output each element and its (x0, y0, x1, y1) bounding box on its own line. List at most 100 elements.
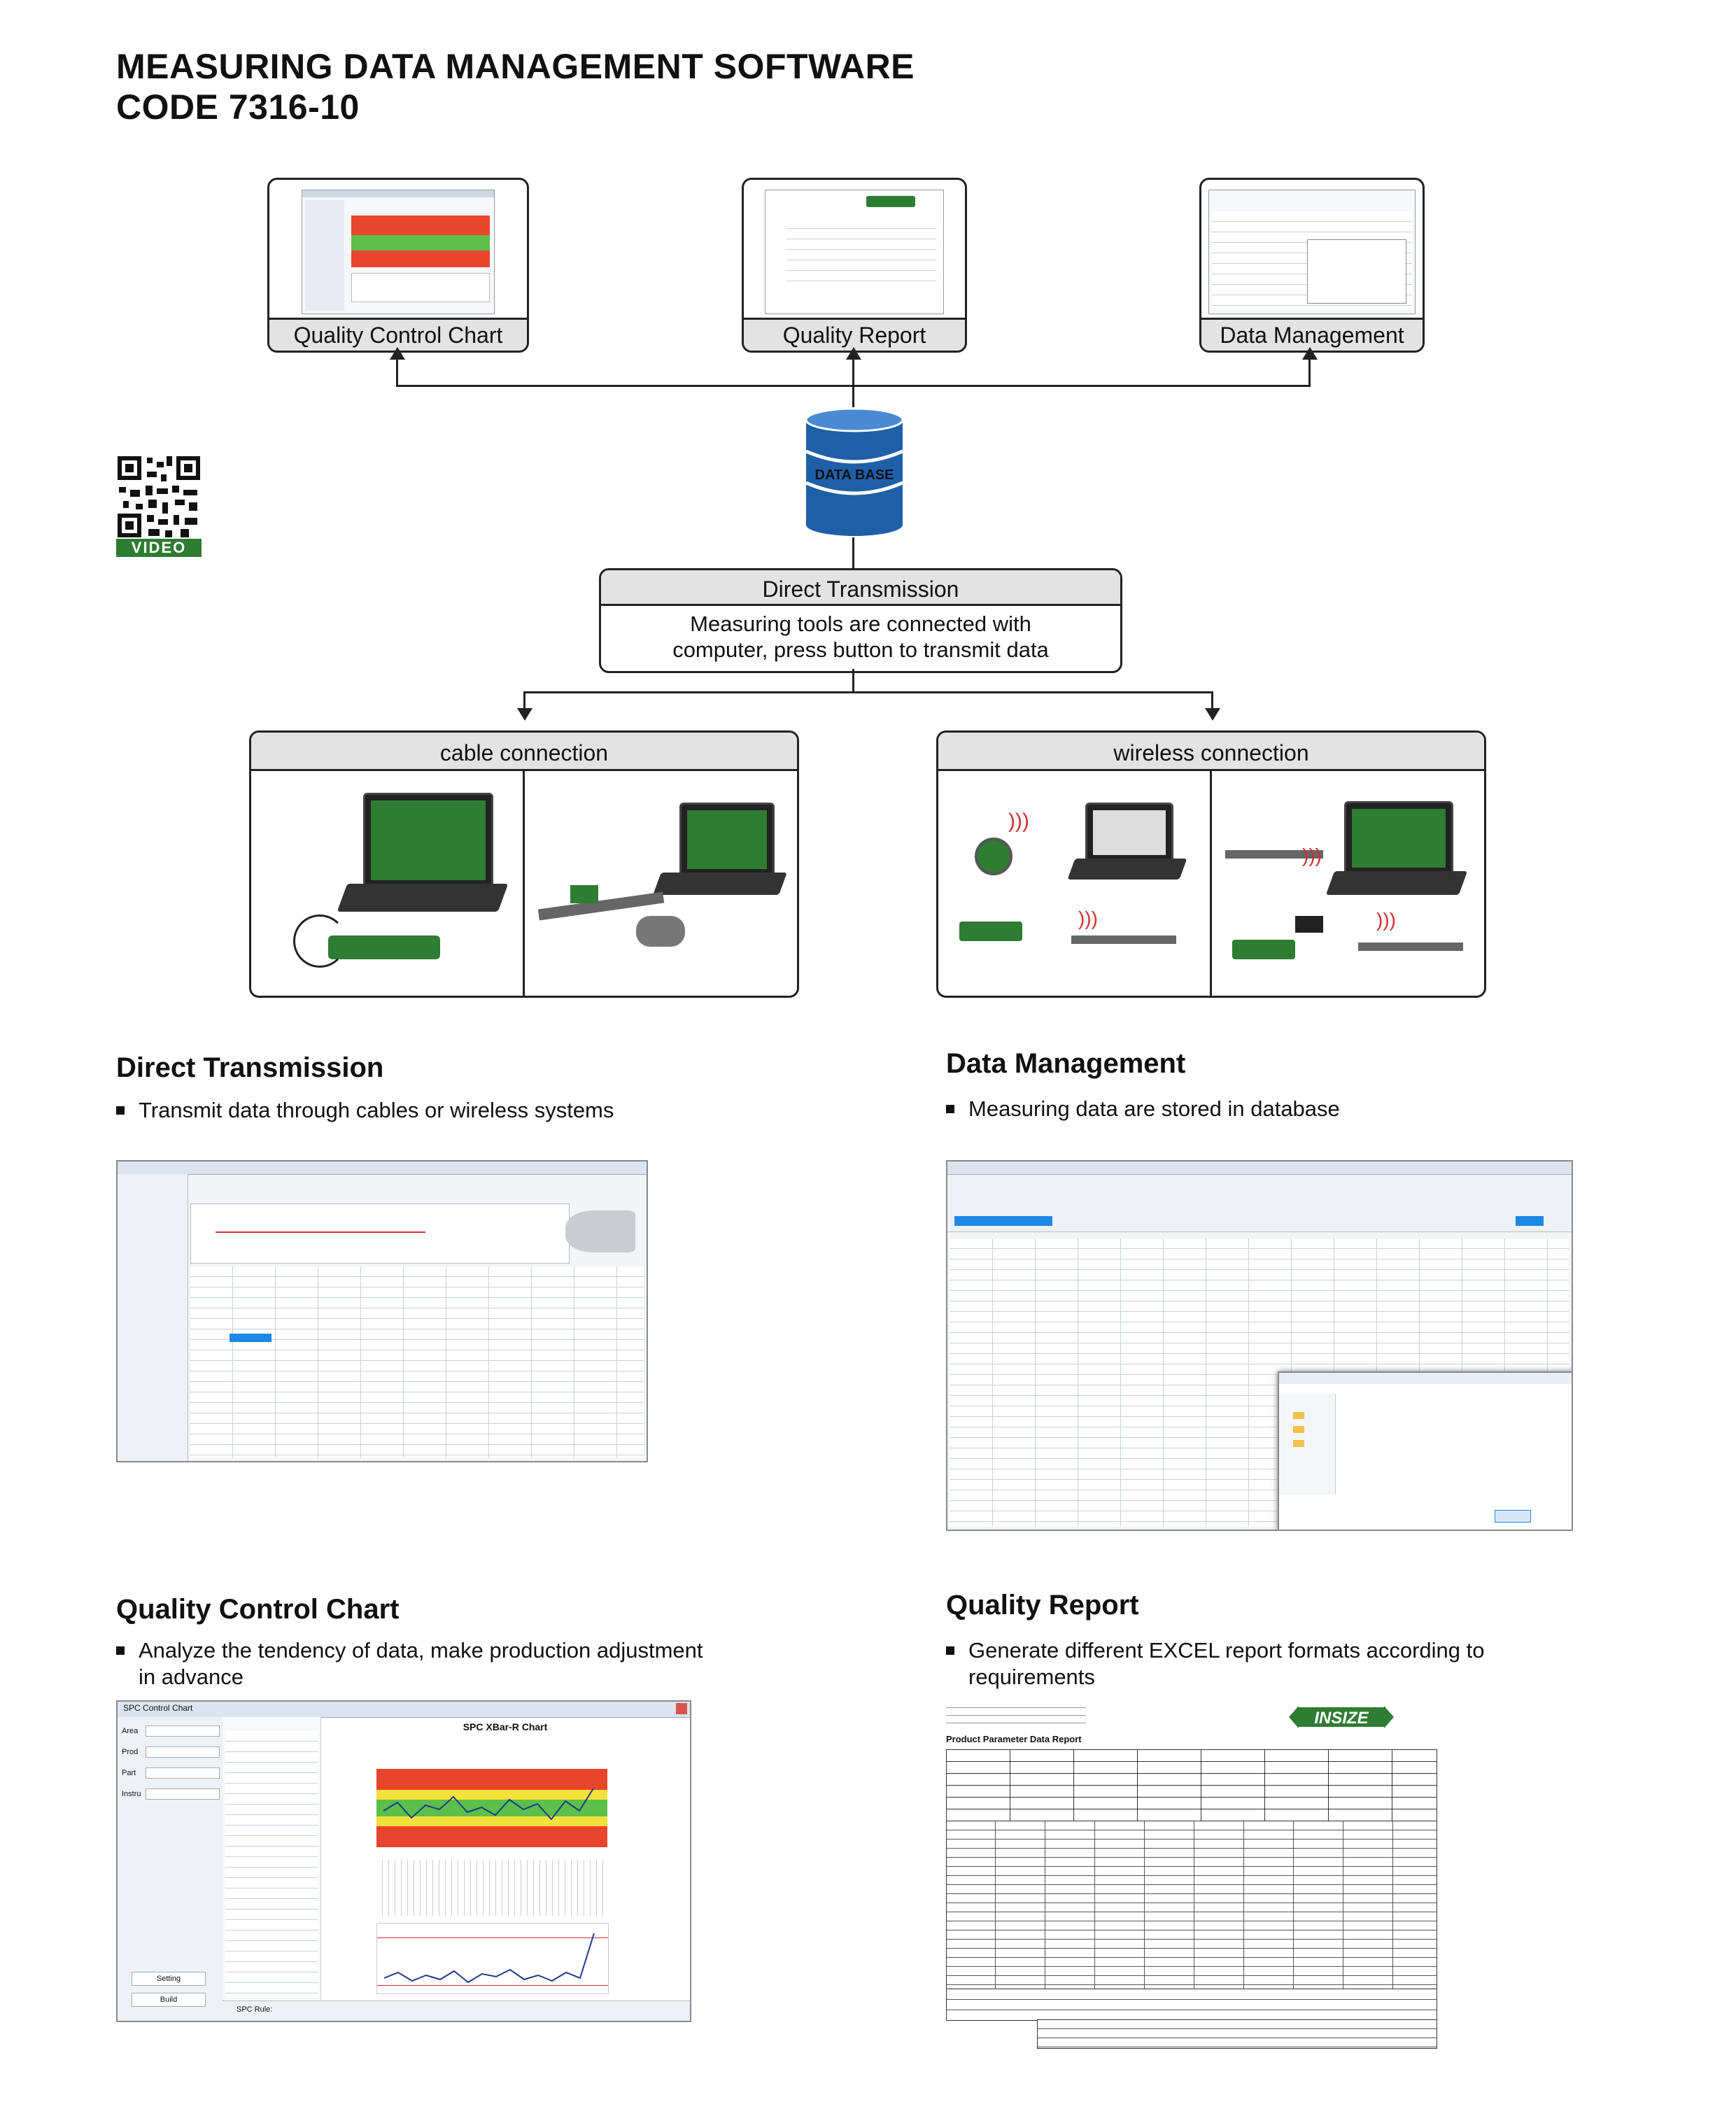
spc-chart-title: SPC XBar-R Chart (463, 1721, 548, 1732)
qreport-bullet: Generate different EXCEL report formats … (946, 1637, 1485, 1690)
title-line-1: MEASURING DATA MANAGEMENT SOFTWARE (116, 47, 915, 86)
connector-line (523, 691, 1213, 693)
data-management-box: Data Management (1199, 178, 1425, 353)
database-label: DATA BASE (814, 467, 894, 483)
arrow-down-icon (1205, 708, 1220, 721)
caliper-icon (1358, 943, 1463, 951)
data-management-screenshot (946, 1160, 1573, 1531)
laptop-keyboard (653, 873, 787, 895)
arrow-up-icon (846, 347, 861, 360)
micrometer-icon (328, 936, 440, 959)
range-chart (376, 1923, 609, 1994)
wireless-receiver-icon (1295, 916, 1323, 933)
dm-box-label: Data Management (1201, 318, 1423, 351)
data-management-bullet: Measuring data are stored in database (946, 1096, 1340, 1122)
qreport-thumbnail (765, 190, 944, 314)
caliper-display (570, 885, 598, 903)
setting-button[interactable]: Setting (132, 1972, 206, 1986)
connector-line (1308, 358, 1311, 386)
spc-chart-screenshot: SPC Control Chart Area Prod Part Instru … (116, 1700, 691, 2022)
spc-rule-label: SPC Rule: (237, 2005, 273, 2014)
title-line-2: CODE 7316-10 (116, 87, 360, 127)
micrometer-icon (1232, 940, 1295, 959)
part-label: Part (122, 1769, 136, 1777)
instru-label: Instru (122, 1790, 141, 1798)
wireless-signal-icon: ))) (1078, 908, 1098, 929)
usb-adapter-icon (636, 916, 685, 947)
qreport-bullet-line-1: Generate different EXCEL report formats … (968, 1638, 1485, 1662)
micrometer-icon (959, 922, 1022, 941)
qreport-heading: Quality Report (946, 1590, 1139, 1621)
cable-connection-label: cable connection (251, 733, 797, 771)
laptop-screen (1344, 801, 1453, 875)
qr-video-label: VIDEO (116, 539, 202, 557)
database-icon (805, 407, 904, 536)
insize-logo: INSIZE (1289, 1703, 1394, 1731)
statistics-panel (223, 1717, 321, 2000)
spc-sidebar: Area Prod Part Instru Setting Build (118, 1717, 223, 2021)
wireless-connection-panel: wireless connection ))) ))) ))) ))) (936, 730, 1486, 998)
data-management-heading: Data Management (946, 1048, 1186, 1079)
qcc-bullet: Analyze the tendency of data, make produ… (116, 1637, 703, 1690)
direct-transmission-box: Direct Transmission Measuring tools are … (599, 568, 1122, 673)
connector-line (523, 691, 525, 709)
prod-label: Prod (122, 1748, 139, 1756)
prod-select[interactable] (146, 1746, 220, 1758)
dial-indicator-icon (975, 838, 1012, 875)
laptop-screen (1085, 803, 1173, 863)
svg-text:INSIZE: INSIZE (1314, 1709, 1369, 1728)
build-button[interactable]: Build (132, 1993, 206, 2007)
qcc-box-label: Quality Control Chart (269, 318, 527, 351)
report-doc-title: Product Parameter Data Report (946, 1734, 1082, 1744)
direct-transmission-title: Direct Transmission (601, 570, 1120, 606)
direct-transmission-heading: Direct Transmission (116, 1052, 384, 1083)
qr-code-icon (116, 455, 202, 539)
connector-line (852, 537, 854, 568)
connector-line (852, 669, 854, 693)
area-select[interactable] (146, 1725, 220, 1737)
connector-line (852, 358, 854, 386)
desc-line-1: Measuring tools are connected with (690, 612, 1031, 636)
connector-line (1211, 691, 1213, 709)
arrow-up-icon (390, 347, 405, 360)
qcc-thumbnail (302, 190, 495, 314)
laptop-keyboard (1067, 859, 1187, 880)
area-label: Area (122, 1727, 139, 1735)
quality-report-document: INSIZE Product Parameter Data Report (946, 1700, 1443, 2050)
wireless-signal-icon: ))) (1376, 909, 1396, 931)
connector-line (852, 385, 854, 407)
caliper-icon (1225, 850, 1323, 859)
save-dialog (1278, 1371, 1572, 1530)
qr-code[interactable]: VIDEO (116, 455, 202, 557)
instru-select[interactable] (146, 1788, 220, 1800)
laptop-keyboard (337, 884, 509, 912)
page-title: MEASURING DATA MANAGEMENT SOFTWARE CODE … (116, 46, 915, 127)
qreport-box-label: Quality Report (744, 318, 965, 351)
xbar-chart (376, 1769, 607, 1847)
spc-window-title: SPC Control Chart (123, 1703, 193, 1713)
quality-control-chart-box: Quality Control Chart (267, 178, 529, 353)
connector-line (396, 358, 398, 386)
close-icon[interactable] (676, 1703, 687, 1714)
cable-icon (293, 915, 346, 968)
laptop-screen (679, 803, 775, 877)
spc-rule-bar: SPC Rule: (223, 2000, 690, 2021)
wireless-signal-icon: ))) (1302, 845, 1322, 866)
wireless-connection-label: wireless connection (938, 733, 1484, 771)
dm-thumbnail (1208, 190, 1416, 314)
laptop-screen (363, 793, 493, 888)
sample-labels (376, 1860, 607, 1916)
desc-line-2: computer, press button to transmit data (672, 637, 1049, 662)
part-select[interactable] (146, 1767, 220, 1779)
qcc-heading: Quality Control Chart (116, 1594, 400, 1625)
direct-transmission-bullet: Transmit data through cables or wireless… (116, 1097, 614, 1124)
arrow-down-icon (517, 708, 532, 721)
qreport-bullet-line-2: requirements (968, 1665, 1095, 1689)
caliper-icon (1071, 936, 1176, 944)
direct-transmission-screenshot (116, 1160, 648, 1462)
quality-report-box: Quality Report (742, 178, 967, 353)
qcc-bullet-line-2: in advance (139, 1665, 244, 1689)
arrow-up-icon (1302, 347, 1318, 360)
wireless-signal-icon: ))) (1008, 810, 1029, 833)
direct-transmission-desc: Measuring tools are connected with compu… (601, 611, 1120, 663)
